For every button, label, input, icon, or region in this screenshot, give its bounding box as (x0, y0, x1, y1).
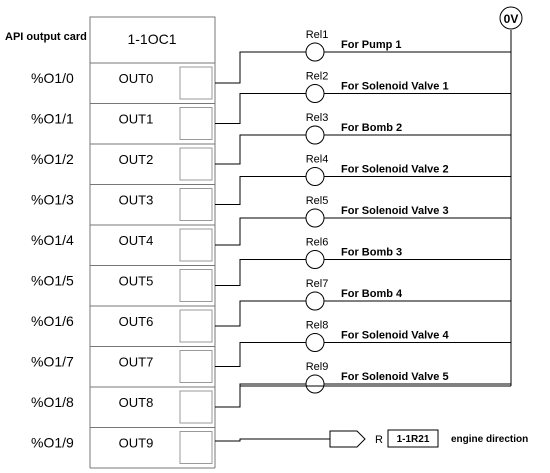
out8-wire (215, 385, 511, 408)
relay-wire (215, 217, 306, 246)
relay-description: For Bomb 2 (341, 122, 402, 134)
output-terminal[interactable] (179, 107, 213, 140)
relay-name: Rel7 (306, 278, 329, 290)
output-row: %O1/4 OUT4 (31, 224, 215, 262)
output-port-label: OUT2 (119, 152, 154, 167)
relay-wire (215, 93, 306, 124)
output-terminal[interactable] (179, 269, 213, 302)
reference-box[interactable] (387, 429, 439, 448)
output-row: %O1/5 OUT5 (31, 265, 215, 302)
relay-coil-icon[interactable] (305, 42, 325, 62)
relay-description: For Pump 1 (341, 39, 402, 51)
relay-wire (215, 259, 306, 286)
output-terminal[interactable] (179, 309, 213, 343)
output-address: %O1/1 (31, 111, 74, 127)
card-title: API output card (5, 31, 87, 43)
reference-prefix: R (375, 434, 383, 446)
output-row: %O1/6 OUT6 (31, 305, 215, 343)
relay-name: Rel8 (306, 320, 329, 332)
relay-name: Rel5 (306, 195, 329, 207)
relay-wire (215, 176, 306, 205)
relay-coil-icon[interactable] (305, 291, 325, 311)
output-row: %O1/0 OUT0 (31, 62, 215, 100)
output-address: %O1/5 (31, 273, 74, 289)
output-terminal[interactable] (179, 228, 213, 262)
ground-symbol (499, 6, 523, 30)
relay-coil-icon[interactable] (305, 374, 325, 394)
relay-coil-icon[interactable] (305, 84, 325, 103)
relay-coil-icon[interactable] (305, 250, 325, 269)
output-port-label: OUT8 (119, 395, 154, 410)
output-row: %O1/9 OUT9 (31, 427, 215, 464)
output-terminal[interactable] (179, 147, 213, 181)
relay-coil-icon[interactable] (305, 333, 325, 352)
output-row: %O1/1 OUT1 (31, 103, 215, 140)
relay-description: For Bomb 4 (341, 288, 403, 300)
output-address: %O1/2 (31, 151, 74, 167)
output-row: %O1/3 OUT3 (31, 184, 215, 221)
card-id: 1-1OC1 (127, 31, 176, 47)
output-terminal[interactable] (179, 66, 213, 100)
relay-description: For Solenoid Valve 1 (341, 81, 449, 93)
output-port-label: OUT9 (119, 436, 154, 451)
relay-description: For Solenoid Valve 4 (341, 330, 449, 342)
relay-description: For Solenoid Valve 5 (341, 371, 449, 383)
output-port-label: OUT3 (119, 193, 154, 208)
reference-target[interactable]: 1-1R21 (397, 434, 430, 445)
output-address: %O1/4 (31, 232, 74, 248)
relay-name: Rel3 (306, 112, 329, 124)
output-row: %O1/7 OUT7 (31, 346, 215, 383)
off-page-connector-icon (329, 430, 366, 448)
output-address: %O1/3 (31, 192, 74, 208)
relay-description: For Solenoid Valve 3 (341, 205, 449, 217)
output-port-label: OUT5 (119, 274, 154, 289)
output-address: %O1/9 (31, 435, 74, 451)
output-row: %O1/2 OUT2 (31, 143, 215, 181)
relay-coil-icon[interactable] (305, 125, 325, 145)
output-port-label: OUT0 (119, 71, 154, 86)
output-terminal[interactable] (179, 390, 213, 424)
relay-description: For Bomb 3 (341, 247, 402, 259)
relay-description: For Solenoid Valve 2 (341, 164, 449, 176)
output-port-label: OUT4 (119, 233, 154, 248)
out9-wire (215, 438, 330, 442)
relay-wire (215, 342, 306, 367)
relay-name: Rel6 (306, 237, 329, 249)
output-port-label: OUT7 (119, 355, 154, 370)
relay-wire (215, 383, 306, 408)
output-port-label: OUT6 (119, 314, 154, 329)
relay-coil-icon[interactable] (305, 167, 325, 186)
relay-name: Rel4 (306, 154, 329, 166)
relay-name: Rel9 (306, 361, 329, 373)
output-address: %O1/6 (31, 313, 74, 329)
output-address: %O1/7 (31, 354, 74, 370)
relay-coil-icon[interactable] (305, 208, 325, 228)
output-terminal[interactable] (179, 188, 213, 221)
relay-wire (215, 51, 306, 84)
output-port-label: OUT1 (119, 112, 154, 127)
reference-description: engine direction (451, 434, 528, 445)
ground-label: 0V (504, 12, 519, 26)
output-address: %O1/0 (31, 70, 74, 86)
relay-name: Rel2 (306, 71, 329, 83)
output-terminal[interactable] (179, 350, 213, 383)
output-terminal[interactable] (179, 431, 213, 464)
relay-wire (215, 134, 306, 165)
output-address: %O1/8 (31, 394, 74, 410)
relay-name: Rel1 (306, 29, 329, 41)
output-row: %O1/8 OUT8 (31, 386, 215, 424)
relay-wire (215, 300, 306, 327)
